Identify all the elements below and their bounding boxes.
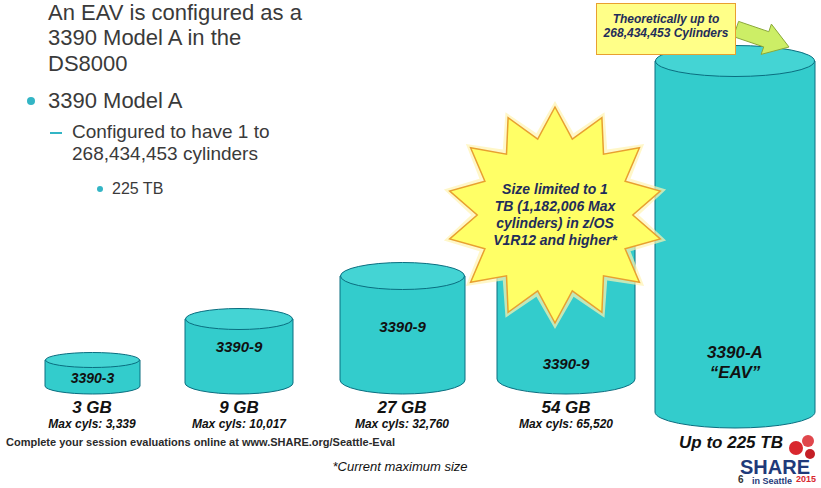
sub-bullet-text: Configured to have 1 to 268,434,453 cyli…: [72, 121, 294, 165]
page-number: 6: [738, 474, 750, 486]
note-text: Theoretically up to 268,434,453 Cylinder…: [602, 12, 730, 41]
model-label: 3390-9: [345, 318, 460, 336]
logo-dot: [802, 435, 814, 447]
disk-cylinder: 3390-A“EAV”: [655, 45, 815, 428]
cylinder-top: [46, 353, 140, 368]
cylinder-count: Max cyls: 10,017: [169, 418, 309, 432]
note-text: Size limited to 1 TB (1,182,006 Max cyli…: [491, 181, 619, 248]
bullet-text: 3390 Model A: [48, 88, 298, 113]
size-label: 54 GB: [516, 398, 616, 418]
size-label: Up to 225 TB: [672, 433, 790, 453]
footer-note: Complete your session evaluations online…: [6, 436, 476, 449]
cylinder-body: [340, 276, 465, 394]
model-label: “EAV”: [660, 363, 810, 383]
sub-bullet-text: 225 TB: [112, 180, 232, 198]
disk-cylinder: 3390-9: [340, 262, 465, 394]
disk-cylinder: 3390-9: [185, 308, 293, 394]
size-label: 9 GB: [189, 398, 289, 418]
bullet-dot: [27, 97, 35, 105]
cylinder-count: Max cyls: 3,339: [22, 418, 162, 432]
cylinder-body: [185, 319, 293, 394]
model-label: 3390-9: [501, 355, 631, 373]
cylinder-count: Max cyls: 32,760: [332, 418, 472, 432]
cylinder-body: [497, 220, 635, 394]
size-label: 27 GB: [352, 398, 452, 418]
logo-dot: [789, 441, 803, 455]
cylinder-top: [656, 46, 815, 77]
disk-cylinder: 3390-3: [45, 352, 140, 394]
cylinder-top: [186, 309, 293, 330]
bullet-dot: [97, 186, 103, 192]
bullet-dash: [50, 132, 62, 134]
model-label: 3390-A: [660, 343, 810, 363]
logo-year: 2015: [796, 474, 820, 484]
logo-text: in Seattle: [752, 476, 802, 486]
starburst-note: Size limited to 1 TB (1,182,006 Max cyli…: [445, 105, 665, 325]
callout-box: Theoretically up to 268,434,453 Cylinder…: [596, 3, 736, 55]
model-label: 3390-3: [48, 370, 138, 387]
model-label: 3390-9: [189, 338, 289, 356]
cylinder-top: [341, 263, 465, 290]
cylinder-top: [498, 206, 635, 235]
bullet-text: An EAV is configured as a 3390 Model A i…: [48, 0, 323, 76]
footnote: *Current maximum size: [300, 460, 500, 475]
size-label: 3 GB: [42, 398, 142, 418]
cylinder-body: [655, 61, 815, 428]
cylinder-count: Max cyls: 65,520: [496, 418, 636, 432]
